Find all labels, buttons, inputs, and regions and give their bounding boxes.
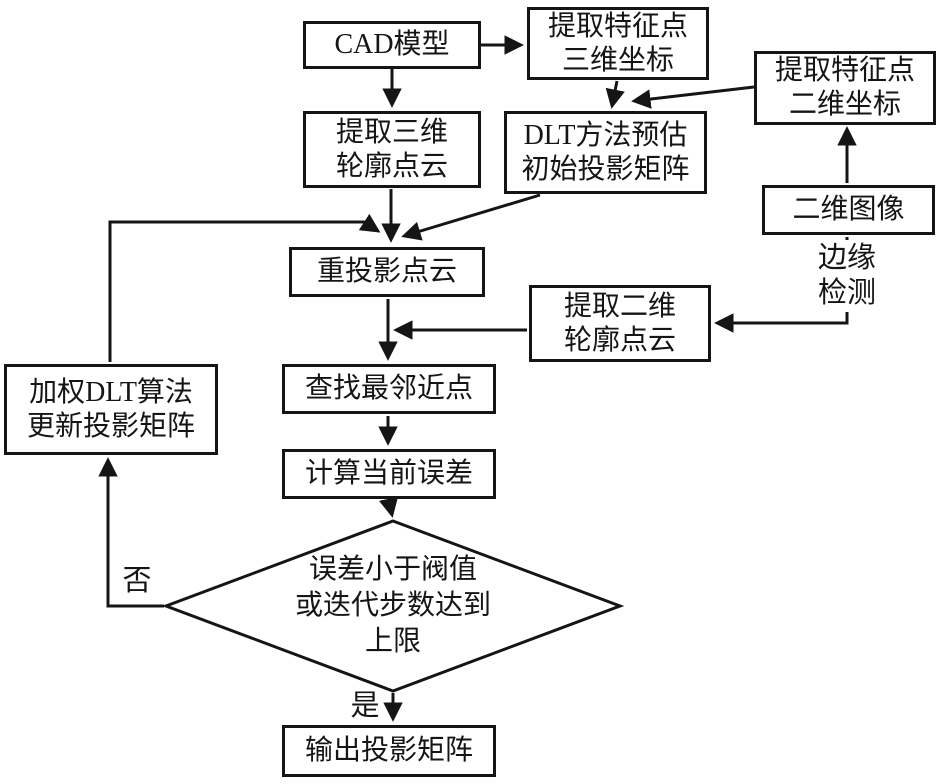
node-image-2d: 二维图像 [762,185,935,235]
node-compute-error: 计算当前误差 [282,449,496,499]
edge-label-yes: 是 [350,689,380,722]
node-cad-model: CAD模型 [303,21,481,69]
node-reproject-pointcloud: 重投影点云 [289,247,485,297]
edge-label-no: 否 [122,564,152,597]
decision-diamond-shape [161,519,625,693]
arrow-feat3d-to-dlt [605,80,625,109]
node-weighted-dlt-update: 加权DLT算法 更新投影矩阵 [4,364,218,455]
node-extract-contour-3d: 提取三维 轮廓点云 [303,111,481,188]
node-dlt-estimate: DLT方法预估 初始投影矩阵 [504,111,707,194]
node-extract-contour-2d: 提取二维 轮廓点云 [529,285,711,362]
node-output-projection-matrix: 输出投影矩阵 [282,725,496,777]
arrow-feedback-to-reproject [108,213,381,362]
arrow-dlt-to-reproject [401,193,541,241]
node-extract-feature-2d: 提取特征点 二维坐标 [754,51,936,125]
node-extract-feature-3d: 提取特征点 三维坐标 [527,7,709,80]
node-find-nearest-point: 查找最邻近点 [282,364,496,414]
arrow-error-to-decision [378,496,399,518]
decision-diamond-label: 误差小于阀值 或迭代步数达到 上限 [294,554,491,657]
arrow-feat2d-to-dlt [631,85,755,109]
edge-label-edge-detection: 边缘 检测 [806,240,888,312]
arrow-decision-no-to-weighted-dlt [98,457,164,608]
